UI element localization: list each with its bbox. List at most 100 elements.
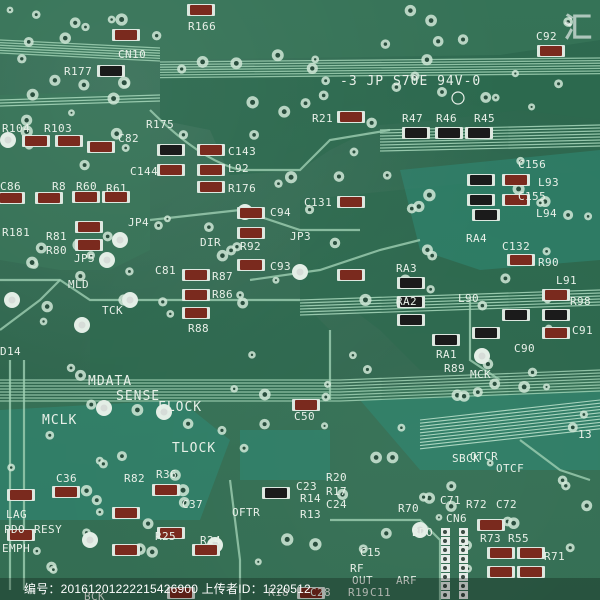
signal-label: MDATA	[88, 374, 132, 389]
part-label: R45	[474, 112, 495, 125]
part-label: C143	[228, 145, 256, 158]
part-label: RA4	[466, 232, 487, 245]
board-marking: -3 JP S70E 94V-0	[340, 74, 481, 89]
part-label: DIR	[200, 236, 221, 249]
part-label: C93	[270, 260, 291, 273]
part-label: R13	[300, 508, 321, 521]
part-label: ARF	[396, 574, 417, 587]
part-label: C37	[182, 498, 203, 511]
part-label: R166	[188, 20, 216, 33]
part-label: OFTR	[232, 506, 260, 519]
part-label: R175	[146, 118, 174, 131]
part-label: C131	[304, 196, 332, 209]
part-label: C92	[536, 30, 557, 43]
image-footer: 编号：20161201222215426900 上传者ID：1220512	[0, 578, 600, 600]
part-label: R181	[2, 226, 30, 239]
part-label: MCK	[470, 368, 491, 381]
part-label: RF	[350, 562, 364, 575]
part-label: RA1	[436, 348, 457, 361]
part-label: R72	[466, 498, 487, 511]
part-label: C144	[130, 165, 158, 178]
part-label: JP5	[74, 252, 95, 265]
part-label: R82	[124, 472, 145, 485]
part-label: R20	[326, 471, 347, 484]
part-label: R89	[444, 362, 465, 375]
part-label: D14	[0, 345, 21, 358]
part-label: L92	[228, 162, 249, 175]
part-label: CN6	[446, 512, 467, 525]
part-label: LAG	[6, 508, 27, 521]
part-label: R18	[268, 586, 289, 599]
part-label: C91	[572, 324, 593, 337]
part-label: R55	[508, 532, 529, 545]
part-label: C15	[360, 546, 381, 559]
part-label: L90	[458, 292, 479, 305]
part-label: C155	[518, 190, 546, 203]
part-label: R176	[228, 182, 256, 195]
part-label: R8	[52, 180, 66, 193]
part-label: PDO	[4, 523, 25, 536]
part-label: C28	[310, 586, 331, 599]
part-label: R19	[348, 586, 369, 599]
part-label: R88	[188, 322, 209, 335]
part-label: R87	[212, 270, 233, 283]
part-label: C36	[56, 472, 77, 485]
part-label: C94	[270, 206, 291, 219]
part-label: R25	[155, 530, 176, 543]
part-label: C71	[440, 494, 461, 507]
part-label: EMPH	[2, 542, 30, 555]
part-label: BCK	[84, 590, 105, 600]
part-label: R80	[46, 244, 67, 257]
part-label: R73	[480, 532, 501, 545]
part-label: BDO	[412, 526, 433, 539]
signal-label: SENSE	[116, 389, 160, 404]
part-label: CN10	[118, 48, 146, 61]
part-label: 13	[578, 428, 592, 441]
part-label: RESY	[34, 523, 62, 536]
part-label: RA2	[396, 295, 417, 308]
part-label: JP3	[290, 230, 311, 243]
part-label: R47	[402, 112, 423, 125]
part-label: RA3	[396, 262, 417, 275]
part-label: C82	[118, 132, 139, 145]
part-label: R104	[2, 122, 30, 135]
part-label: OUT	[352, 574, 373, 587]
part-label: L93	[538, 176, 559, 189]
part-label: R17	[326, 485, 347, 498]
signal-label: TLOCK	[172, 441, 216, 456]
part-label: C86	[0, 180, 21, 193]
part-label: R60	[76, 180, 97, 193]
part-label: C81	[155, 264, 176, 277]
watermark-logo: 汇	[563, 12, 592, 43]
part-label: R86	[212, 288, 233, 301]
part-label: R14	[300, 492, 321, 505]
part-label: JP4	[128, 216, 149, 229]
part-label: QTCR	[470, 450, 498, 463]
signal-label: MCLK	[42, 413, 77, 428]
part-label: L91	[556, 274, 577, 287]
part-label: L94	[536, 207, 557, 220]
part-label: R103	[44, 122, 72, 135]
part-label: C11	[370, 586, 391, 599]
part-label: OTCF	[496, 462, 524, 475]
part-label: C24	[326, 498, 347, 511]
part-label: C72	[496, 498, 517, 511]
part-label: R81	[46, 230, 67, 243]
part-label: R70	[398, 502, 419, 515]
part-label: TCK	[102, 304, 123, 317]
part-label: MLD	[68, 278, 89, 291]
signal-label: FLOCK	[158, 400, 202, 415]
part-label: R24	[200, 534, 221, 547]
part-label: R61	[106, 182, 127, 195]
part-label: R177	[64, 65, 92, 78]
part-label: R46	[436, 112, 457, 125]
part-label: R36	[156, 468, 177, 481]
part-label: R71	[544, 550, 565, 563]
part-label: R98	[570, 295, 591, 308]
part-label: C50	[294, 410, 315, 423]
part-label: R21	[312, 112, 333, 125]
part-label: SBCK	[452, 452, 480, 465]
part-label: C132	[502, 240, 530, 253]
